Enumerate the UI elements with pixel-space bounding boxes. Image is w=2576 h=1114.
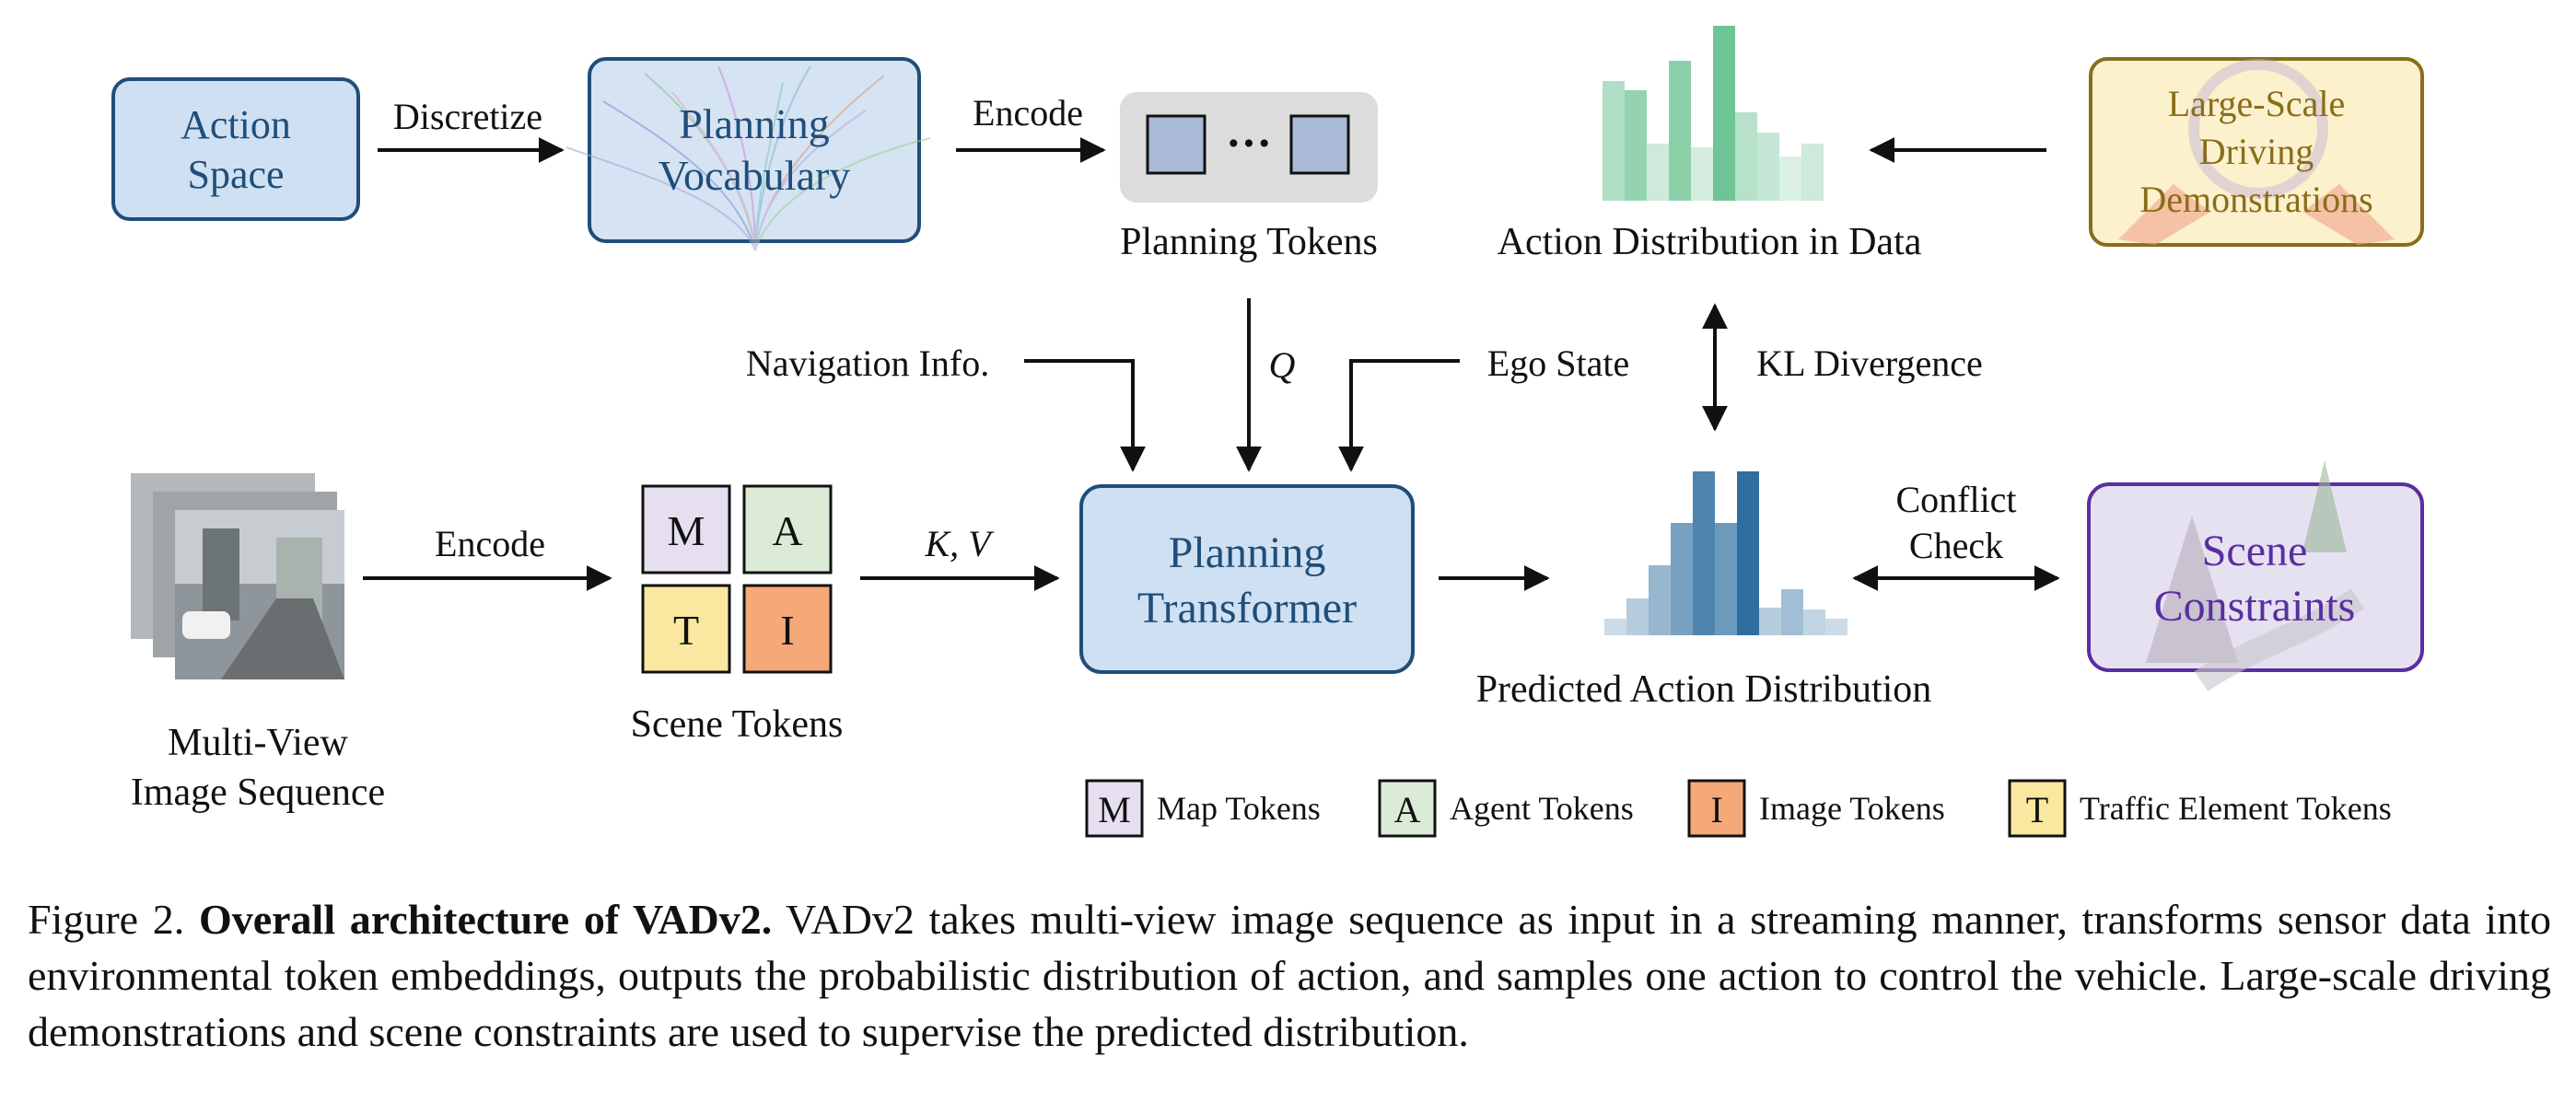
scene-tokens-label: Scene Tokens [631, 703, 844, 746]
discretize-label: Discretize [393, 96, 542, 137]
road-icon [2194, 588, 2365, 691]
blue-hist-bar [1803, 609, 1825, 635]
predicted-distribution-label: Predicted Action Distribution [1476, 668, 1932, 711]
tree-icon [2146, 516, 2238, 663]
legend-label: Map Tokens [1157, 790, 1321, 827]
demonstrations-label-1: Large-Scale [2168, 83, 2345, 124]
blue-hist-bar [1604, 619, 1626, 635]
green-hist-bar [1801, 144, 1824, 201]
scene-constraints-label-1: Scene [2202, 527, 2308, 575]
legend-swatch [1378, 779, 1437, 838]
map-token-letter: M [668, 507, 705, 554]
ego-state-label: Ego State [1487, 342, 1629, 384]
traffic-token-letter: T [673, 607, 699, 654]
agent-token [742, 484, 833, 574]
action-space-label-1: Action [181, 102, 291, 147]
multi-view-label-1: Multi-View [168, 722, 348, 764]
legend-letter: T [2026, 789, 2048, 830]
blue-hist-bar [1649, 565, 1671, 635]
planning-transformer-box: Planning Transformer [1079, 484, 1415, 674]
conflict-check-label-1: Conflict [1895, 479, 2016, 520]
planning-token-first [1146, 114, 1206, 175]
traffic-token [641, 584, 731, 674]
planning-vocabulary-label-2: Vocabulary [659, 152, 851, 199]
key-value-label: K, V [924, 523, 995, 564]
planning-token-ellipsis: ··· [1226, 117, 1272, 168]
green-hist-bar [1757, 133, 1779, 201]
encode-bottom-label: Encode [435, 523, 545, 564]
action-space-label-2: Space [187, 152, 284, 197]
demonstrations-box: Large-Scale Driving Demonstrations [2089, 57, 2424, 247]
left-hand-icon [2118, 184, 2210, 245]
agent-token-letter: A [772, 507, 802, 554]
green-hist-bar [1713, 26, 1735, 201]
action-space-box: Action Space [111, 77, 360, 221]
action-distribution-data-label: Action Distribution in Data [1498, 221, 1922, 263]
image-token [742, 584, 833, 674]
planning-token-last [1289, 114, 1350, 175]
legend-swatch [1085, 779, 1144, 838]
blue-hist-bar [1715, 523, 1737, 635]
planning-tokens-label: Planning Tokens [1120, 221, 1378, 263]
multi-view-label-2: Image Sequence [131, 772, 385, 814]
architecture-diagram: Action Space Discretize Planning Vocabul… [111, 26, 2424, 838]
figure-caption: Figure 2. Overall architecture of VADv2.… [28, 891, 2551, 1060]
query-label: Q [1269, 344, 1296, 386]
green-hist-bar [1779, 157, 1801, 201]
green-hist-bar [1603, 81, 1625, 201]
legend-letter: M [1098, 789, 1131, 830]
legend-letter: A [1394, 789, 1421, 830]
blue-hist-bar [1781, 589, 1803, 635]
planning-vocabulary-label-1: Planning [679, 100, 830, 147]
navigation-info-arrow [1024, 359, 1146, 472]
planning-transformer-label-1: Planning [1169, 528, 1326, 577]
planning-transformer-label-2: Transformer [1137, 584, 1357, 632]
scene-constraints-box: Scene Constraints [2087, 460, 2424, 691]
car-icon [182, 611, 230, 639]
small-tree-icon [2302, 460, 2347, 552]
blue-hist-bar [1693, 471, 1715, 635]
trajectory-fan-graphic [565, 65, 931, 251]
green-hist-bar [1691, 147, 1713, 201]
action-distribution-data-histogram [1603, 26, 1824, 201]
planning-vocabulary-box: Planning Vocabulary [565, 57, 931, 251]
planning-tokens-group: ··· [1120, 92, 1378, 203]
green-hist-bar [1625, 90, 1647, 201]
legend-swatch [2008, 779, 2067, 838]
blue-hist-bar [1671, 523, 1693, 635]
conflict-check-label-2: Check [1909, 525, 2003, 566]
right-hand-icon [2302, 184, 2395, 245]
legend-label: Agent Tokens [1450, 790, 1634, 827]
ego-state-arrow [1338, 359, 1460, 472]
demonstrations-label-3: Demonstrations [2139, 179, 2372, 220]
legend-label: Traffic Element Tokens [2080, 790, 2392, 827]
kl-divergence-label: KL Divergence [1756, 342, 1982, 384]
scene-tokens-grid: M A T I [641, 484, 833, 674]
blue-hist-bar [1737, 471, 1759, 635]
blue-hist-bar [1825, 619, 1847, 635]
multi-view-image-stack [131, 473, 344, 679]
caption-title: Overall architecture of VADv2. [198, 896, 773, 943]
blue-hist-bar [1759, 608, 1781, 635]
caption-body: VADv2 takes multi-view image sequence as… [28, 896, 2551, 1055]
predicted-distribution-histogram [1604, 471, 1847, 635]
steering-wheel-icon [2188, 59, 2328, 199]
navigation-info-label: Navigation Info. [746, 342, 989, 384]
image-token-letter: I [780, 607, 794, 654]
token-legend: M Map Tokens A Agent Tokens I Image Tokens T Tr… [1085, 779, 2392, 838]
scene-constraints-label-2: Constraints [2154, 582, 2356, 631]
map-token [641, 484, 731, 574]
legend-label: Image Tokens [1759, 790, 1945, 827]
legend-letter: I [1710, 789, 1722, 830]
demonstrations-label-2: Driving [2199, 131, 2314, 172]
caption-prefix: Figure 2. [28, 896, 199, 943]
green-hist-bar [1669, 61, 1691, 201]
blue-hist-bar [1626, 598, 1649, 635]
encode-top-label: Encode [973, 92, 1083, 133]
legend-swatch [1687, 779, 1746, 838]
green-hist-bar [1647, 144, 1669, 201]
green-hist-bar [1735, 112, 1757, 201]
